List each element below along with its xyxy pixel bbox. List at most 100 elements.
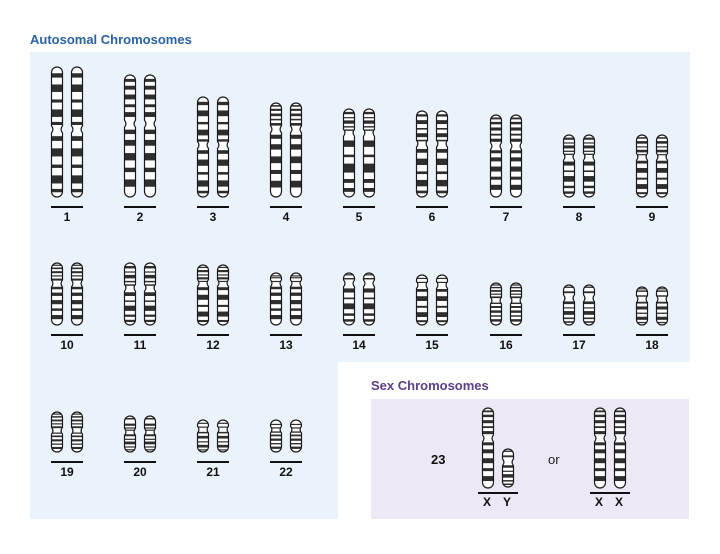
chromosome-4-b <box>289 102 303 198</box>
male-x-label: X <box>483 495 492 509</box>
chromosome-6-a <box>415 110 429 198</box>
pair-number: 10 <box>60 338 74 352</box>
chromosome-11-b <box>143 262 157 326</box>
chromosome-3-b <box>216 96 230 198</box>
chromosome-8-a <box>562 134 576 198</box>
chromosome-10-a <box>50 262 64 326</box>
chromosome-22-b <box>289 419 303 453</box>
chromosome-16-b <box>509 282 523 326</box>
pair-underline <box>490 334 522 336</box>
pair-underline <box>124 461 156 463</box>
pair-number: 5 <box>355 210 363 224</box>
chromosome-12-a <box>196 264 210 326</box>
pair-underline <box>636 334 668 336</box>
chromosome-13-a <box>269 272 283 326</box>
chromosome-6-b <box>435 110 449 198</box>
pair-number: 3 <box>209 210 217 224</box>
chromosome-y <box>501 448 515 488</box>
pair-underline <box>490 206 522 208</box>
male-underline <box>478 492 518 494</box>
pair-underline <box>124 334 156 336</box>
chromosome-8-b <box>582 134 596 198</box>
chromosome-9-b <box>655 134 669 198</box>
pair-number: 18 <box>645 338 659 352</box>
sex-chromosomes-title: Sex Chromosomes <box>371 378 489 393</box>
chromosome-5-a <box>342 108 356 198</box>
female-underline <box>590 492 630 494</box>
chromosome-20-a <box>123 415 137 453</box>
pair-underline <box>563 206 595 208</box>
chromosome-x-male <box>481 407 495 489</box>
pair-underline <box>343 334 375 336</box>
pair-number: 12 <box>206 338 220 352</box>
pair-underline <box>563 334 595 336</box>
pair-underline <box>270 206 302 208</box>
pair-underline <box>51 206 83 208</box>
chromosome-17-b <box>582 284 596 326</box>
chromosome-12-b <box>216 264 230 326</box>
pair-number: 20 <box>133 465 147 479</box>
pair-underline <box>343 206 375 208</box>
chromosome-18-b <box>655 286 669 326</box>
chromosome-x-female-a <box>593 407 607 489</box>
chromosome-15-b <box>435 274 449 326</box>
pair-underline <box>197 206 229 208</box>
pair-underline <box>416 334 448 336</box>
pair-number: 11 <box>133 338 147 352</box>
sex-chromosomes-panel <box>371 399 689 519</box>
female-x-label-a: X <box>595 495 604 509</box>
chromosome-2-a <box>123 74 137 198</box>
chromosome-18-a <box>635 286 649 326</box>
pair-underline <box>197 461 229 463</box>
chromosome-14-a <box>342 272 356 326</box>
pair-underline <box>270 334 302 336</box>
pair-number: 13 <box>279 338 293 352</box>
chromosome-21-b <box>216 419 230 453</box>
pair-underline <box>416 206 448 208</box>
pair-number: 8 <box>575 210 583 224</box>
chromosome-4-a <box>269 102 283 198</box>
chromosome-14-b <box>362 272 376 326</box>
pair-underline <box>197 334 229 336</box>
chromosome-9-a <box>635 134 649 198</box>
chromosome-10-b <box>70 262 84 326</box>
or-text: or <box>548 452 560 467</box>
chromosome-7-a <box>489 114 503 198</box>
pair-underline <box>51 334 83 336</box>
chromosome-3-a <box>196 96 210 198</box>
pair-number: 7 <box>502 210 510 224</box>
pair-number: 17 <box>572 338 586 352</box>
pair-23-number: 23 <box>431 452 446 467</box>
pair-underline <box>636 206 668 208</box>
chromosome-21-a <box>196 419 210 453</box>
pair-number: 1 <box>63 210 71 224</box>
chromosome-13-b <box>289 272 303 326</box>
pair-number: 16 <box>499 338 513 352</box>
pair-underline <box>51 461 83 463</box>
female-x-label-b: X <box>615 495 624 509</box>
chromosome-15-a <box>415 274 429 326</box>
chromosome-5-b <box>362 108 376 198</box>
chromosome-22-a <box>269 419 283 453</box>
chromosome-1-a <box>50 66 64 198</box>
pair-number: 4 <box>282 210 290 224</box>
pair-number: 15 <box>425 338 439 352</box>
chromosome-20-b <box>143 415 157 453</box>
chromosome-19-b <box>70 411 84 453</box>
